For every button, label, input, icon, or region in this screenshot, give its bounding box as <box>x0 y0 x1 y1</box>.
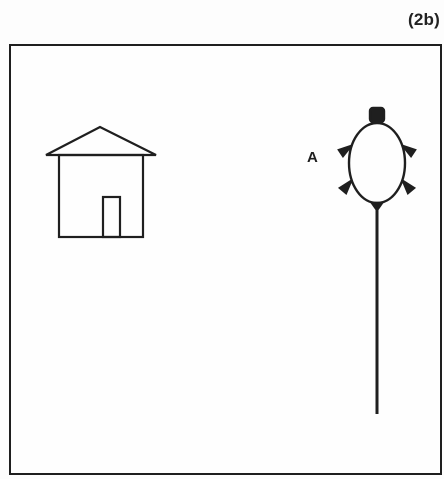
turtle-back-right-leg <box>403 181 414 193</box>
turtle-icon <box>339 108 415 210</box>
turtle-head <box>370 108 384 122</box>
house-icon <box>46 127 156 237</box>
house-roof <box>46 127 156 155</box>
turtle-shell <box>349 123 405 203</box>
turtle-tail <box>372 203 382 210</box>
house-door <box>103 197 120 237</box>
turtle-back-left-leg <box>340 181 351 193</box>
house-body <box>59 155 143 237</box>
turtle-label: A <box>307 149 318 166</box>
